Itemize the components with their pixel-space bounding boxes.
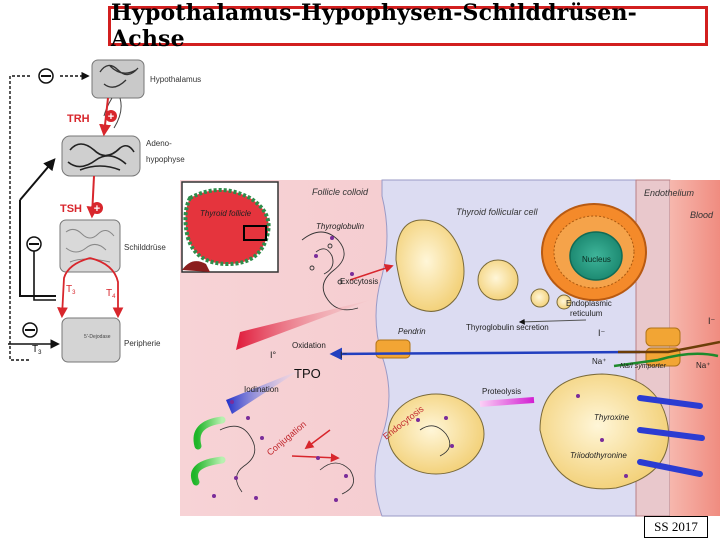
thyroxine-label: Thyroxine	[594, 413, 630, 422]
pendrin-label: Pendrin	[398, 327, 426, 336]
pendrin-transporter	[375, 339, 411, 359]
footer-box: SS 2017	[644, 516, 708, 538]
endothelium-label: Endothelium	[644, 188, 695, 198]
iodine-atoms	[212, 236, 628, 502]
iodide-label-colloid: I⁻	[340, 350, 348, 360]
na-label-cell: Na⁺	[592, 357, 606, 366]
hypothalamus-label: Hypothalamus	[150, 75, 201, 84]
conjugation-arrow-top	[304, 429, 331, 450]
oxidation-cone	[236, 300, 370, 350]
adeno-label-2: hypophyse	[146, 155, 185, 164]
nucleus-label: Nucleus	[582, 255, 611, 264]
exocytosis-arrow	[349, 264, 394, 281]
thyroglobulin-molecule	[301, 231, 359, 311]
trh-plus-icon	[105, 110, 117, 122]
hypothalamus-box	[91, 59, 145, 99]
endocytosis-vesicle	[387, 393, 485, 475]
nai-symporter-top	[645, 327, 681, 347]
page-title: Hypothalamus-Hypophysen-Schilddrüsen-Ach…	[111, 0, 637, 52]
proteolysis-arrow	[479, 397, 535, 407]
feedback-dashed-long	[9, 75, 30, 361]
iodination-cone	[226, 370, 300, 414]
triiodothyronine-label: Triiodothyronine	[570, 451, 627, 460]
oxidation-label: Oxidation	[292, 341, 326, 350]
feedback-mid	[19, 200, 56, 297]
t4-release-arrow	[89, 257, 124, 319]
iodide-transport-arrow	[329, 347, 641, 361]
hormone-release-arrow-1	[637, 395, 703, 409]
exocytosis-label: Exocytosis	[340, 277, 378, 286]
title-box: Hypothalamus-Hypophysen-Schilddrüsen-Ach…	[108, 0, 708, 52]
vesicle-3	[556, 294, 572, 310]
tsh-plus-icon	[91, 202, 103, 214]
thyroid-follicle-label: Thyroid follicle	[200, 209, 252, 218]
tpo-label: TPO	[294, 366, 321, 381]
deiodase-label: 5'-Dejodase	[84, 334, 111, 340]
vesicle-2	[530, 288, 550, 308]
cell-panel: Follicle colloid Endothelium Blood Thyro…	[180, 179, 720, 517]
follicle-colloid-label: Follicle colloid	[312, 187, 369, 197]
follicular-cell-label: Thyroid follicular cell	[456, 207, 539, 217]
iodide-label-cell: I⁻	[598, 328, 606, 338]
t3b-label: T3	[32, 344, 42, 356]
green-curve-arrow-bottom	[191, 456, 226, 486]
symporter-brown-arrow	[618, 340, 720, 354]
svg-text:+: +	[108, 111, 114, 123]
thyroglobulin-label: Thyroglobulin	[316, 222, 365, 231]
iodination-label: Iodination	[244, 385, 279, 394]
iodide-label-blood: I⁻	[708, 316, 716, 326]
symporter-green-arrow	[613, 352, 719, 368]
hormone-release-arrow-2	[637, 427, 705, 441]
adeno-label-1: Adeno-	[146, 139, 172, 148]
feedback-inner	[33, 240, 56, 301]
tg-secretion-arrow	[518, 318, 587, 325]
peripherie-label: Peripherie	[124, 339, 161, 348]
er-label-1: Endoplasmic	[566, 299, 612, 308]
hormone-release-arrow-3	[637, 459, 703, 477]
tsh-label: TSH	[60, 203, 82, 215]
peripherie-box	[61, 317, 121, 363]
er-label-2: reticulum	[570, 309, 603, 318]
hpt-axis-panel: Hypothalamus Adeno- hypophyse Schilddrüs…	[8, 59, 201, 363]
t3-label: T3	[66, 284, 76, 296]
na-label-blood: Na⁺	[696, 361, 710, 370]
adenohypophyse-box	[61, 135, 141, 177]
t4-label: T4	[106, 288, 116, 300]
trh-label: TRH	[67, 113, 90, 125]
blood-label: Blood	[690, 210, 714, 220]
thyroglobulin-secretion-label: Thyroglobulin secretion	[466, 323, 549, 332]
t3-release-arrow	[57, 257, 91, 319]
feedback-to-pituitary	[19, 158, 56, 201]
thyroid-follicle-inset: Thyroid follicle	[181, 181, 279, 273]
nucleus	[569, 231, 623, 281]
proteolysis-label: Proteolysis	[482, 387, 521, 396]
footer-label: SS 2017	[654, 519, 698, 534]
lysosome	[539, 373, 670, 490]
symporter-label: Na/I symporter	[620, 363, 667, 370]
iodine-label: I°	[270, 350, 277, 360]
schilddruese-label: Schilddrüse	[124, 243, 166, 252]
vesicle-1	[477, 259, 519, 301]
green-curve-arrow-top	[193, 416, 226, 450]
inset-zoom-box	[243, 225, 267, 241]
conjugation-arrow-bottom	[291, 453, 340, 463]
svg-text:+: +	[94, 203, 100, 215]
exocytosis-vesicle	[395, 219, 465, 312]
